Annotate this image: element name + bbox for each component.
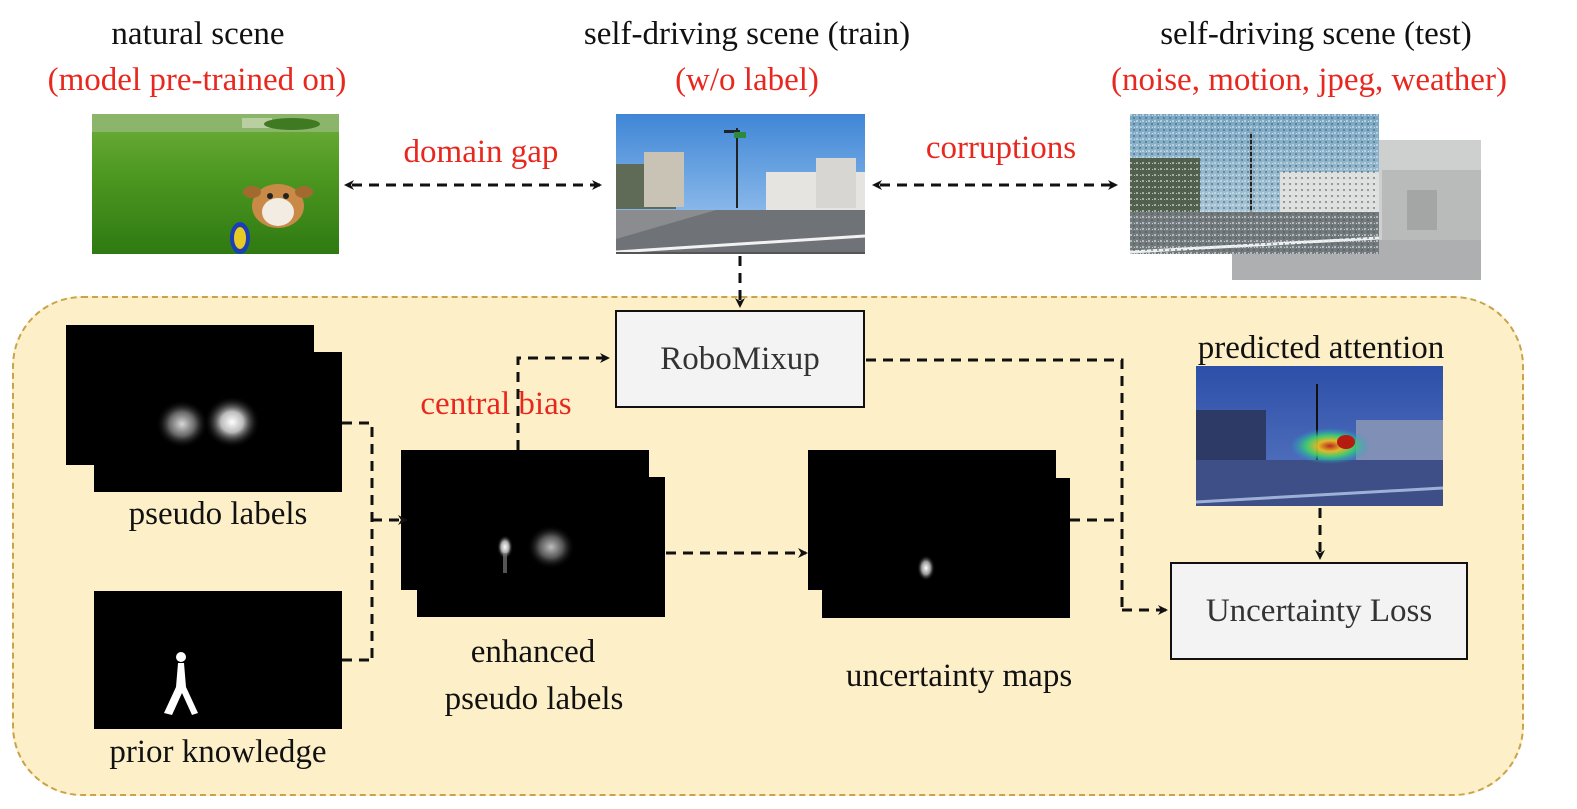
enhanced-caption-line2: pseudo labels: [444, 681, 624, 717]
prior-knowledge-caption: prior knowledge: [109, 734, 327, 770]
test-scene-title: self-driving scene (test): [1160, 16, 1472, 52]
natural-scene-title: natural scene: [111, 16, 285, 52]
pseudo-to-merge-line: [342, 421, 374, 660]
domain-gap-label: domain gap: [403, 134, 559, 170]
natural-scene-image: [92, 114, 339, 254]
robomixup-to-loss-line: [866, 358, 1124, 610]
uncertainty-loss-label: Uncertainty Loss: [1205, 592, 1433, 629]
pseudo-labels-caption: pseudo labels: [128, 496, 308, 532]
test-scene-subtitle: (noise, motion, jpeg, weather): [1111, 62, 1507, 98]
enhanced-caption-line1: enhanced: [470, 634, 596, 670]
corruptions-label: corruptions: [925, 130, 1077, 166]
train-scene-title: self-driving scene (train): [583, 16, 911, 52]
central-bias-label: central bias: [420, 386, 572, 422]
predicted-attention-caption: predicted attention: [1197, 330, 1445, 366]
robomixup-label: RoboMixup: [660, 340, 820, 377]
natural-scene-subtitle: (model pre-trained on): [47, 62, 347, 98]
pseudo-label-map: [94, 352, 342, 492]
enhanced-to-robomixup-arrow: [516, 353, 610, 450]
train-scene-subtitle: (w/o label): [675, 62, 819, 98]
uncertainty-maps-caption: uncertainty maps: [845, 658, 1073, 694]
uncertainty-loss-module: Uncertainty Loss: [1170, 562, 1468, 660]
prior-knowledge-map: [94, 591, 342, 729]
robomixup-module: RoboMixup: [615, 310, 865, 408]
enhanced-label-map: [417, 477, 665, 617]
train-scene-image: [616, 114, 865, 254]
uncertainty-map: [822, 478, 1070, 618]
test-scene-noise-image: [1130, 114, 1379, 254]
predicted-attention-map: [1196, 366, 1443, 506]
